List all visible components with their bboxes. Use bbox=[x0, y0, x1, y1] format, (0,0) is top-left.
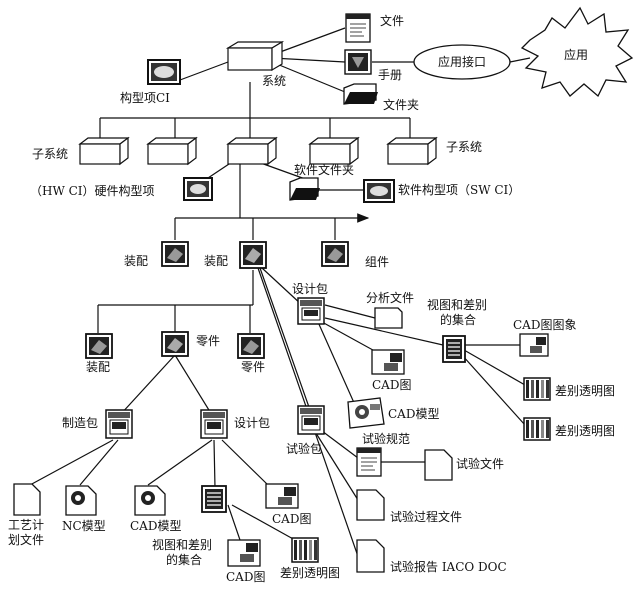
process-plan-line1: 工艺计 bbox=[8, 518, 45, 532]
manual-label: 手册 bbox=[378, 68, 403, 82]
app-interface-label: 应用接口 bbox=[437, 55, 487, 69]
manual-icon bbox=[344, 49, 372, 75]
connector-lines bbox=[29, 27, 531, 569]
folder-label: 文件夹 bbox=[383, 98, 420, 112]
component-label: 组件 bbox=[365, 255, 390, 269]
package-icon bbox=[105, 409, 133, 439]
test-report-label: 试验报告 IACO DOC bbox=[390, 560, 507, 574]
form-list-icon bbox=[442, 335, 466, 363]
document-icon bbox=[356, 489, 385, 521]
file-icon bbox=[345, 13, 371, 43]
cad-drawing-icon bbox=[265, 483, 299, 509]
component-icon bbox=[321, 241, 349, 267]
config-item-icon bbox=[147, 59, 181, 85]
cad-drawing-label-3: CAD图 bbox=[226, 570, 266, 584]
system-label: 系统 bbox=[262, 74, 287, 88]
cad-model-label-2: CAD模型 bbox=[130, 519, 182, 533]
test-file-label: 试验文件 bbox=[456, 457, 505, 471]
gear-model-icon bbox=[65, 485, 97, 516]
package-icon bbox=[297, 405, 325, 435]
document-icon bbox=[424, 449, 453, 481]
part-label-2: 零件 bbox=[241, 360, 266, 374]
striped-transparency-icon bbox=[523, 377, 551, 401]
manufacturing-package-label: 制造包 bbox=[62, 416, 99, 430]
assembly-icon bbox=[239, 241, 267, 269]
application-label: 应用 bbox=[563, 48, 589, 62]
cad-drawing-label-1: CAD图 bbox=[372, 378, 412, 392]
cad-drawing-label-2: CAD图 bbox=[272, 512, 312, 526]
hardware-ci-icon bbox=[183, 177, 213, 201]
cad-drawing-icon bbox=[371, 349, 405, 375]
part-icon bbox=[161, 331, 189, 357]
gear-model-icon bbox=[134, 485, 166, 516]
software-ci-icon bbox=[363, 179, 395, 203]
nc-model-label: NC模型 bbox=[62, 519, 106, 533]
view-diff-set-2-line1: 视图和差别 bbox=[152, 538, 213, 552]
file-icon bbox=[356, 447, 382, 477]
app-interface-oval bbox=[413, 44, 511, 80]
diff-transparency-label-3: 差别透明图 bbox=[280, 566, 341, 580]
analysis-file-label: 分析文件 bbox=[366, 291, 415, 305]
cad-model-label-1: CAD模型 bbox=[388, 407, 440, 421]
design-package-label-2: 设计包 bbox=[234, 416, 271, 430]
striped-transparency-icon bbox=[523, 417, 551, 441]
subsystem-box-icon bbox=[146, 136, 198, 166]
package-icon bbox=[200, 409, 228, 439]
view-diff-set-2-line2: 的集合 bbox=[166, 553, 203, 567]
subsystem-box-icon bbox=[226, 136, 278, 166]
hw-ci-label: （HW CI）硬件构型项 bbox=[30, 184, 155, 198]
cad-drawing-icon bbox=[227, 539, 261, 567]
subsystem-box-icon bbox=[386, 136, 438, 166]
package-icon bbox=[297, 297, 325, 325]
test-spec-label: 试验规范 bbox=[362, 432, 411, 446]
document-icon bbox=[13, 483, 41, 516]
test-process-file-label: 试验过程文件 bbox=[390, 510, 463, 524]
file-label: 文件 bbox=[380, 14, 405, 28]
diff-transparency-label-1: 差别透明图 bbox=[555, 384, 616, 398]
sw-ci-label: 软件构型项（SW CI） bbox=[398, 183, 521, 197]
software-folder-icon bbox=[289, 177, 320, 201]
config-item-ci-label: 构型项CI bbox=[120, 91, 170, 105]
system-box-icon bbox=[225, 40, 285, 72]
form-list-icon bbox=[201, 485, 227, 513]
design-package-label-1: 设计包 bbox=[292, 282, 329, 296]
folder-icon bbox=[343, 83, 378, 105]
document-icon bbox=[356, 539, 385, 573]
assembly-label-2: 装配 bbox=[204, 254, 229, 268]
view-diff-set-1-line2: 的集合 bbox=[440, 313, 477, 327]
gear-model-icon bbox=[347, 397, 385, 429]
view-diff-set-1-line1: 视图和差别 bbox=[427, 298, 488, 312]
subsystem-boxes bbox=[78, 136, 438, 166]
assembly-icon bbox=[85, 333, 113, 359]
subsystem-box-icon bbox=[308, 136, 360, 166]
subsystem-box-icon bbox=[78, 136, 130, 166]
assembly-label-1: 装配 bbox=[124, 254, 149, 268]
diff-transparency-label-2: 差别透明图 bbox=[555, 424, 616, 438]
cad-drawing-icon bbox=[519, 333, 549, 357]
test-package-label: 试验包 bbox=[286, 442, 323, 456]
striped-transparency-icon bbox=[291, 537, 319, 563]
assembly-icon bbox=[161, 241, 189, 267]
application-burst-icon bbox=[520, 6, 634, 98]
assembly-label-3: 装配 bbox=[86, 360, 111, 374]
part-label-1: 零件 bbox=[196, 334, 221, 348]
subsystem-label-left: 子系统 bbox=[32, 147, 69, 161]
cad-image-label: CAD图图象 bbox=[513, 318, 577, 332]
document-icon bbox=[374, 307, 403, 329]
process-plan-line2: 划文件 bbox=[8, 533, 45, 547]
part-icon bbox=[237, 333, 265, 359]
software-folder-label: 软件文件夹 bbox=[294, 163, 355, 177]
subsystem-label-right: 子系统 bbox=[446, 140, 483, 154]
